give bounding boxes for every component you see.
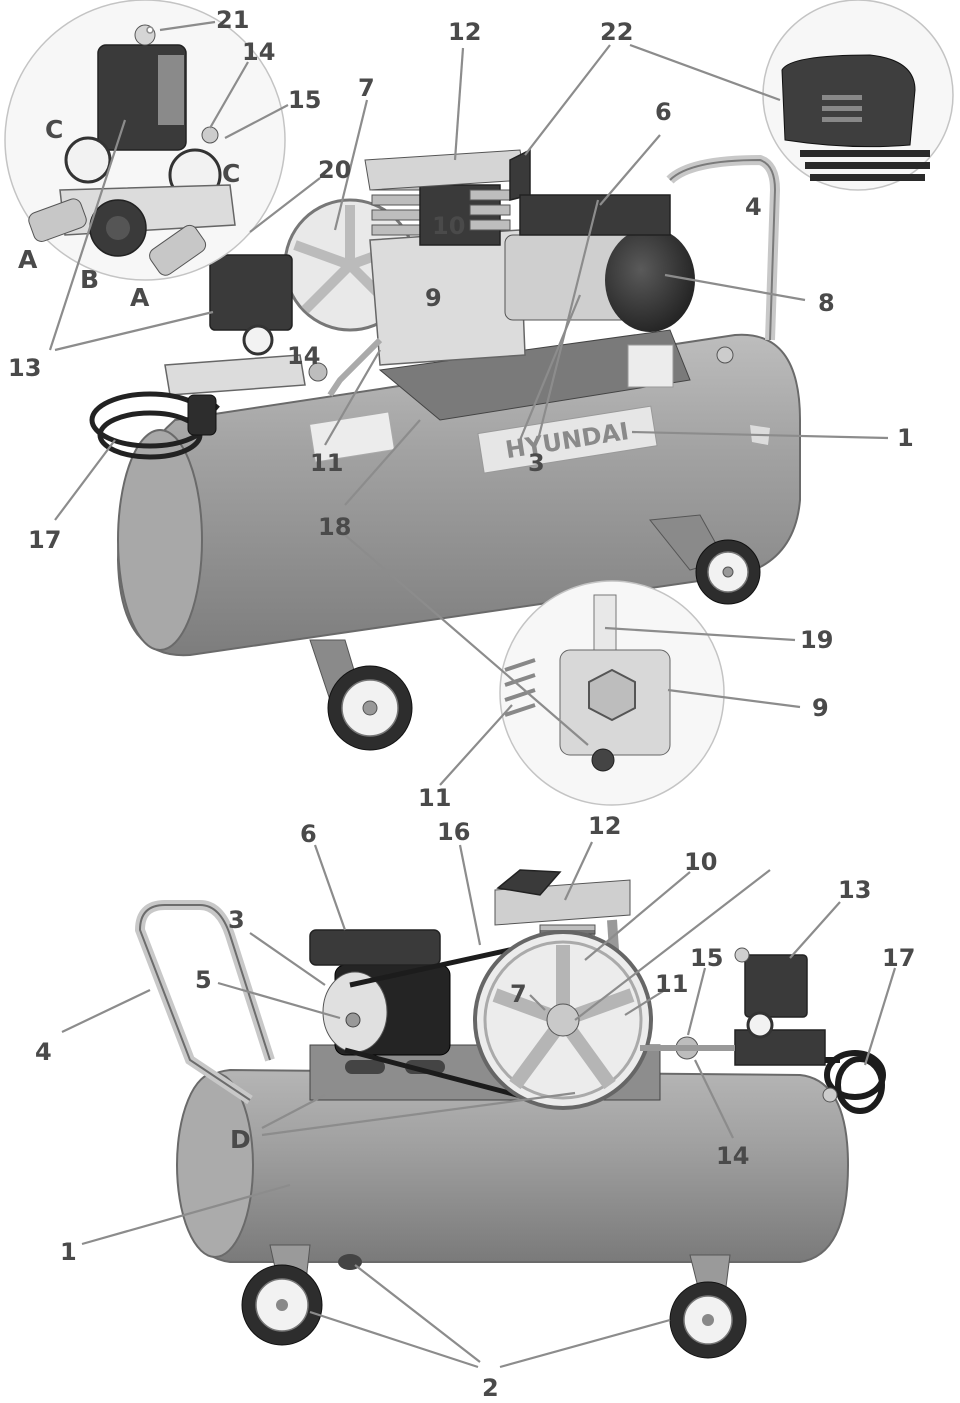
callout-top-12: 12 — [448, 18, 481, 46]
letter-top-A-right: A — [130, 283, 150, 312]
top-manifold — [164, 354, 306, 396]
top-front-wheel-axle — [362, 700, 378, 716]
callout-top-19: 19 — [800, 626, 833, 654]
callout-bottom-4: 4 — [35, 1038, 52, 1066]
top-safety-valve — [308, 362, 328, 382]
top-crankcase — [369, 229, 526, 366]
callout-top-6: 6 — [655, 98, 672, 126]
bottom-tank-outlet — [822, 1087, 838, 1103]
letter-top-B: B — [80, 265, 99, 294]
top-warning-sticker — [308, 411, 396, 463]
inset-air-filter — [762, 0, 954, 191]
inset-outlet-right — [149, 224, 207, 276]
callout-top-9-inset: 9 — [812, 694, 829, 722]
top-cylinder-head — [364, 149, 526, 191]
inset-gauge-left — [64, 136, 112, 184]
top-rating-plate — [627, 344, 674, 388]
callout-top-21: 21 — [216, 6, 249, 34]
callout-top-17: 17 — [28, 526, 61, 554]
leader-lines — [48, 20, 897, 1369]
callout-bottom-14: 14 — [716, 1142, 749, 1170]
top-tank-outlet — [716, 346, 734, 364]
bottom-compressor-illustration — [134, 869, 886, 1359]
callout-bottom-15: 15 — [690, 944, 723, 972]
bottom-switch-knob — [734, 947, 750, 963]
callout-top-7: 7 — [358, 74, 375, 102]
callout-top-14: 14 — [287, 342, 320, 370]
callout-top-18: 18 — [318, 513, 351, 541]
top-plug — [187, 394, 217, 436]
top-compressor-illustration: HYUNDAI — [89, 148, 801, 751]
letter-top-C-right: C — [222, 159, 240, 188]
bottom-motor-shaft — [345, 1012, 361, 1028]
top-tank-endcap — [117, 429, 203, 651]
top-callouts: 21 14 15 20 12 22 7 6 4 10 9 8 13 14 1 1… — [8, 6, 914, 812]
bottom-tank-endcap — [176, 1072, 254, 1258]
callout-bottom-10: 10 — [684, 848, 717, 876]
top-motor-endcap — [605, 228, 695, 332]
letter-top-C-left: C — [45, 115, 63, 144]
callout-top-4: 4 — [745, 193, 762, 221]
top-base-plate — [378, 329, 691, 421]
callout-top-15-inset: 15 — [288, 86, 321, 114]
inset-outlet-left — [28, 198, 87, 242]
callout-top-14-inset: 14 — [242, 38, 275, 66]
callout-top-20: 20 — [318, 156, 351, 184]
callout-bottom-16: 16 — [437, 818, 470, 846]
bottom-flywheel-hub — [546, 1003, 580, 1037]
letter-top-A-left: A — [18, 245, 38, 274]
callout-top-3: 3 — [528, 449, 545, 477]
top-gauge — [242, 324, 274, 356]
inset-safety-valve — [201, 126, 219, 144]
callout-bottom-5: 5 — [195, 966, 212, 994]
callout-bottom-2: 2 — [482, 1374, 499, 1402]
top-pressure-switch — [209, 254, 293, 331]
callout-top-13: 13 — [8, 354, 41, 382]
callout-top-11-inset: 11 — [418, 784, 451, 812]
inset-filter-cover — [781, 54, 916, 148]
callout-bottom-12: 12 — [588, 812, 621, 840]
callout-bottom-3: 3 — [228, 906, 245, 934]
callout-bottom-1: 1 — [60, 1238, 77, 1266]
inset-oil-plug — [499, 580, 725, 806]
inset-switch-label — [158, 55, 184, 125]
top-rear-wheel-axle — [722, 566, 734, 578]
bottom-pressure-switch — [744, 954, 808, 1018]
callout-bottom-11: 11 — [655, 970, 688, 998]
callout-bottom-13: 13 — [838, 876, 871, 904]
callout-bottom-6: 6 — [300, 820, 317, 848]
top-discharge-tube — [327, 337, 383, 397]
inset-sight-glass — [591, 748, 615, 772]
bottom-terminal-box — [309, 929, 441, 966]
inset-oil-plug-nut — [588, 668, 636, 722]
bottom-gauge — [746, 1011, 774, 1039]
bottom-manifold — [734, 1029, 826, 1066]
callout-bottom-7: 7 — [510, 980, 527, 1008]
bottom-air-filter — [496, 869, 562, 896]
inset-breather-tube — [593, 594, 617, 654]
inset-filter-fins — [800, 150, 930, 181]
bottom-callouts: 6 16 12 10 13 3 5 15 17 7 11 4 14 1 2 D — [35, 812, 915, 1402]
callout-top-11: 11 — [310, 449, 343, 477]
callout-top-22: 22 — [600, 18, 633, 46]
bottom-power-cord — [824, 1050, 886, 1114]
callout-top-8: 8 — [818, 289, 835, 317]
callout-top-9: 9 — [425, 284, 442, 312]
top-cylinder-fins — [371, 179, 511, 246]
inset-fins-left — [504, 658, 536, 717]
callout-bottom-17: 17 — [882, 944, 915, 972]
callout-top-10: 10 — [432, 212, 465, 240]
letter-bottom-D: D — [230, 1125, 251, 1154]
callout-top-1: 1 — [897, 424, 914, 452]
